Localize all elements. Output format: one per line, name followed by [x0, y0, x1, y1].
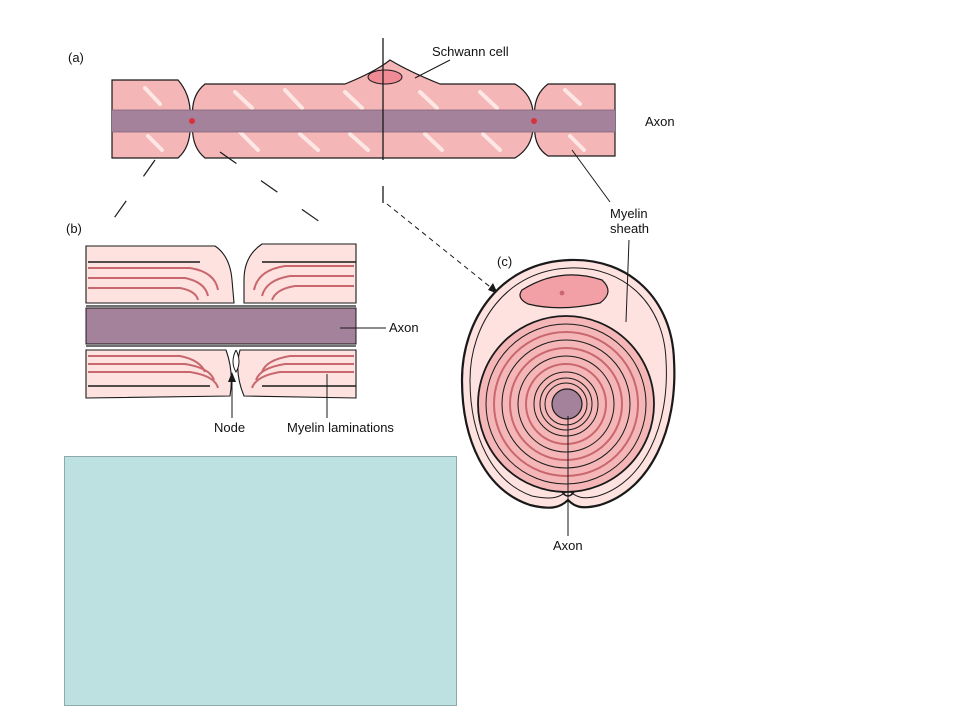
lower-laminations [88, 355, 354, 389]
arrow-to-c [386, 203, 498, 294]
panel-a-label: (a) [68, 50, 84, 65]
lower-sheath-right [237, 349, 357, 399]
myelin-sheath-label-line2: sheath [610, 221, 649, 236]
sheath-highlights [143, 86, 586, 152]
axon-band [112, 110, 615, 132]
panel-b: (b) [66, 221, 419, 435]
panel-c-label: (c) [497, 254, 512, 269]
upper-sheath-right [243, 243, 357, 304]
myelin-laminations-label: Myelin laminations [287, 420, 394, 435]
upper-sheath-left [85, 245, 235, 304]
axon-label-a: Axon [645, 114, 675, 129]
myelin-sheath-label-line1: Myelin [610, 206, 648, 221]
axon-band-b [85, 307, 357, 345]
panel-c: (c) Axon [460, 239, 676, 553]
node-marker [531, 118, 537, 124]
axon-cross-section [551, 388, 583, 420]
node-label: Node [214, 420, 245, 435]
schwann-nucleus [367, 69, 403, 85]
panel-b-label: (b) [66, 221, 82, 236]
axon-label-c: Axon [553, 538, 583, 553]
panel-a: (a) Schwann cell Axon [68, 38, 675, 236]
upper-laminations [88, 265, 354, 301]
schwann-cell-label: Schwann cell [432, 44, 509, 59]
myelin-sheath-pointer-c [625, 239, 630, 323]
zoom-guides [99, 151, 341, 239]
myelin-sheath-pointer-a [571, 149, 611, 203]
schwann-nucleus-c [519, 274, 609, 309]
node-marker [189, 118, 195, 124]
schwann-cell-pointer [414, 59, 451, 79]
overlay-box [64, 456, 457, 706]
node-gap [232, 349, 240, 373]
axon-label-b: Axon [389, 320, 419, 335]
